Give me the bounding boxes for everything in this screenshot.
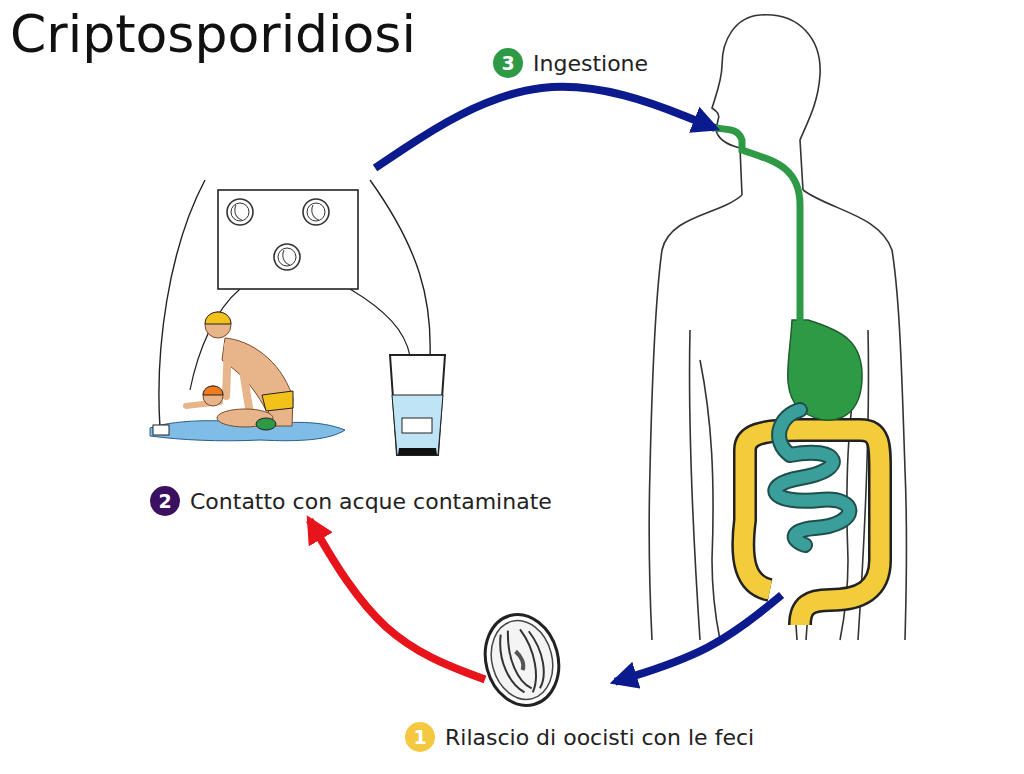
stage-label: Rilascio di oocisti con le feci: [443, 725, 756, 750]
callout-number: 2: [150, 486, 180, 516]
oocyst: [475, 606, 568, 714]
callout: 2 Contatto con acque contaminate: [150, 486, 554, 516]
callout-number: 1: [405, 722, 435, 752]
stage-label: Contatto con acque contaminate: [188, 489, 554, 514]
oocyst-stage: 1Rilascio di oocisti con le feci: [485, 600, 615, 712]
glass-of-water: [390, 355, 445, 455]
stage-label: Ingestione: [531, 51, 650, 76]
cycle-arrow: [375, 87, 715, 168]
magnified-oocysts: [159, 180, 430, 428]
swimmers: [150, 312, 345, 441]
cycle-arrow: [310, 520, 486, 680]
callout: 3 Ingestione: [493, 48, 650, 78]
water-stage: 2Contatto con acque contaminate: [150, 168, 440, 520]
cycle-arrow: [615, 595, 782, 682]
human-body: [649, 15, 906, 640]
digestive-tract: [716, 128, 880, 625]
callout: 1 Rilascio di oocisti con le feci: [405, 722, 756, 752]
ingestion-stage: 3Ingestione: [715, 20, 900, 595]
callout-number: 3: [493, 48, 523, 78]
title: Criptosporidiosi: [10, 4, 416, 64]
